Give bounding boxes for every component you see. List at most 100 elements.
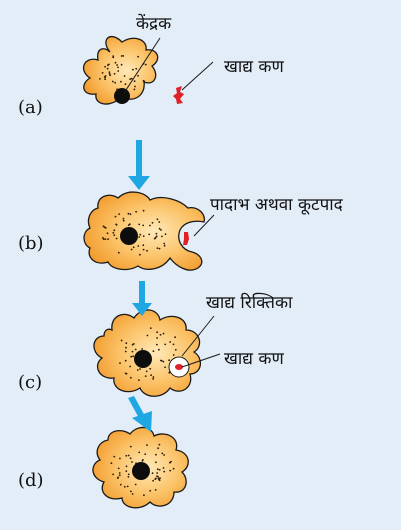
cytoplasm-granule — [102, 225, 105, 228]
cytoplasm-granule — [146, 334, 149, 337]
nucleus-d — [132, 462, 150, 480]
cytoplasm-granule — [133, 80, 136, 83]
cytoplasm-granule — [115, 223, 117, 226]
cytoplasm-granule — [164, 343, 167, 346]
cytoplasm-granule — [170, 460, 172, 463]
cytoplasm-granule — [163, 242, 166, 245]
cytoplasm-granule — [99, 78, 101, 80]
cytoplasm-granule — [138, 379, 140, 381]
food-particle-c-leader-line — [181, 353, 221, 368]
cytoplasm-granule — [157, 476, 160, 478]
cytoplasm-granule — [169, 469, 172, 472]
cytoplasm-granule — [108, 71, 111, 73]
cytoplasm-dots-a — [99, 55, 147, 93]
cytoplasm-granule — [146, 444, 148, 446]
cytoplasm-granule — [155, 461, 157, 464]
cytoplasm-granule — [112, 231, 115, 234]
cytoplasm-granule — [162, 467, 165, 469]
cytoplasm-granule — [132, 343, 135, 345]
cytoplasm-dots-d — [110, 443, 175, 497]
cytoplasm-granule — [122, 55, 125, 57]
cytoplasm-granule — [135, 210, 138, 213]
cytoplasm-granule — [172, 343, 175, 346]
cytoplasm-granule — [158, 348, 160, 351]
food-particle-a-leader-line — [181, 61, 214, 91]
cytoplasm-granule — [174, 336, 177, 339]
nucleus-b — [120, 227, 138, 245]
food-particle-a — [173, 86, 184, 104]
cytoplasm-granule — [169, 341, 172, 343]
cytoplasm-granule — [130, 355, 133, 358]
amoeba-stage-c — [93, 309, 201, 397]
amoeba-b-body — [83, 191, 205, 271]
cytoplasm-granule — [162, 332, 165, 335]
cytoplasm-granule — [152, 376, 155, 378]
cytoplasm-granule — [142, 244, 145, 247]
cytoplasm-granule — [109, 74, 112, 77]
cytoplasm-granule — [101, 72, 104, 74]
cytoplasm-granule — [117, 70, 120, 72]
food-vacuole-label: खाद्य रिक्तिका — [206, 292, 293, 313]
amoeba-stage-b — [83, 191, 205, 271]
cytoplasm-granule — [156, 472, 159, 474]
stage-tag-c: (c) — [18, 372, 42, 393]
cytoplasm-granule — [143, 80, 145, 83]
cytoplasm-granule — [134, 348, 137, 351]
cytoplasm-granule — [155, 232, 158, 235]
cytoplasm-granule — [111, 80, 114, 83]
cytoplasm-granule — [120, 80, 122, 83]
cytoplasm-granule — [116, 477, 119, 479]
cytoplasm-granule — [135, 67, 138, 70]
cytoplasm-granule — [142, 224, 145, 227]
cytoplasm-granule — [161, 452, 164, 455]
cytoplasm-granule — [163, 244, 166, 247]
cytoplasm-granule — [113, 455, 116, 458]
cytoplasm-granule — [139, 253, 141, 256]
cytoplasm-granule — [156, 343, 158, 346]
cytoplasm-granule — [118, 213, 120, 216]
cytoplasm-granule — [115, 237, 118, 240]
stage-tag-b: (b) — [18, 233, 44, 254]
cytoplasm-granule — [164, 233, 167, 236]
cytoplasm-granule — [125, 346, 127, 349]
cytoplasm-granule — [158, 247, 161, 250]
cytoplasm-granule — [125, 454, 128, 457]
cytoplasm-granule — [117, 467, 120, 470]
food-particle-label-a: खाद्य कण — [224, 57, 284, 77]
cytoplasm-granule — [122, 217, 125, 220]
cytoplasm-granule — [119, 457, 121, 460]
cytoplasm-granule — [127, 473, 130, 476]
food-particle-c — [175, 364, 183, 370]
cytoplasm-granule — [114, 215, 117, 218]
cytoplasm-granule — [113, 72, 116, 75]
cytoplasm-granule — [106, 232, 109, 235]
cytoplasm-granule — [104, 75, 107, 77]
cytoplasm-granule — [163, 454, 166, 456]
cytoplasm-granule — [142, 248, 145, 251]
cytoplasm-granule — [142, 235, 145, 238]
cytoplasm-granule — [119, 362, 121, 364]
nucleus-c — [134, 350, 152, 368]
cytoplasm-granule — [155, 477, 157, 480]
cytoplasm-granule — [117, 66, 119, 69]
cytoplasm-granule — [124, 83, 127, 86]
cytoplasm-granule — [124, 359, 127, 362]
cytoplasm-granule — [116, 64, 118, 66]
cytoplasm-granule — [130, 77, 133, 80]
cytoplasm-granule — [137, 74, 139, 77]
cytoplasm-granule — [155, 235, 158, 238]
cytoplasm-granule — [132, 355, 135, 358]
cytoplasm-granule — [152, 479, 155, 482]
stage-tag-d: (d) — [18, 470, 44, 491]
pseudopodia-leader-line — [193, 214, 215, 237]
food-vacuole-leader-line — [181, 315, 215, 357]
cytoplasm-granule — [138, 451, 141, 454]
cytoplasm-granule — [156, 337, 159, 339]
down-arrow-icon — [128, 140, 150, 190]
cytoplasm-granule — [169, 461, 171, 464]
cytoplasm-granule — [108, 72, 111, 75]
cytoplasm-granule — [138, 223, 141, 226]
cytoplasm-granule — [158, 221, 161, 223]
